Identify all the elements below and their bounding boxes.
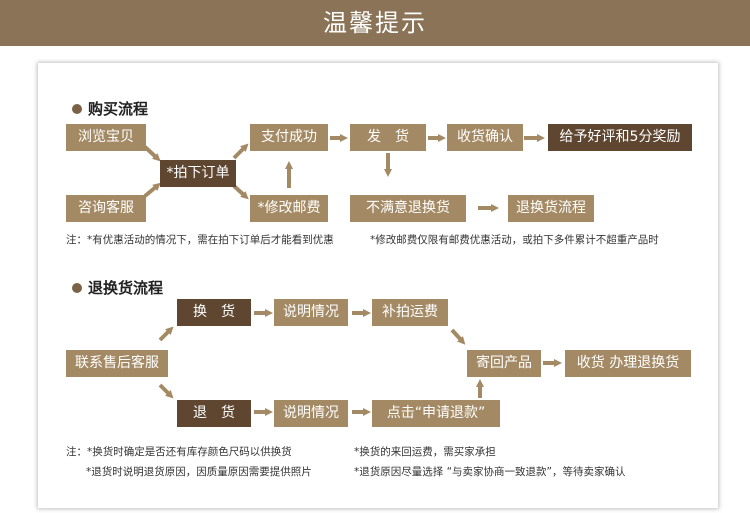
returns-title-text: 退换货流程 — [88, 279, 164, 297]
arrow-consult-to-order — [143, 182, 161, 198]
box-apply-refund: 点击“申请退款” — [372, 400, 500, 427]
returns-note-1: 注：*换货时确定是否还有库存颜色尺码以供换货 — [66, 446, 292, 458]
arrow-browse-to-order — [143, 145, 161, 162]
purchase-title-text: 购买流程 — [88, 100, 149, 118]
arrow-payship-to-mail — [450, 328, 466, 345]
box-contact-service: 联系售后客服 — [66, 350, 168, 377]
returns-note-2: *换货的来回运费，需买家承担 — [354, 446, 496, 458]
purchase-section-title: 购买流程 — [72, 98, 148, 119]
box-place-order: *拍下订单 — [160, 160, 236, 187]
page-title: 温馨提示 — [323, 9, 427, 37]
returns-note-3: *退货时说明退货原因，因质量原因需要提供照片 — [86, 466, 312, 478]
arrow-order-to-modify — [232, 184, 249, 200]
box-return-goods: 退 货 — [177, 400, 251, 427]
box-ship: 发 货 — [350, 124, 426, 151]
bullet-dot — [72, 104, 82, 114]
box-good-review: 给予好评和5分奖励 — [548, 124, 692, 151]
box-unsatisfied: 不满意退换货 — [350, 195, 466, 222]
box-confirm-receipt: 收货确认 — [447, 124, 523, 151]
returns-note-4: *退货原因尽量选择 “与卖家协商一致退款”，等待卖家确认 — [354, 466, 626, 478]
arrow-order-to-pay — [232, 143, 249, 160]
box-browse: 浏览宝贝 — [66, 124, 146, 151]
purchase-note-2: *修改邮费仅限有邮费优惠活动，或拍下多件累计不超重产品时 — [370, 234, 659, 246]
bullet-dot — [72, 283, 82, 293]
box-pay-success: 支付成功 — [250, 124, 328, 151]
box-pay-shipping: 补拍运费 — [372, 299, 448, 326]
returns-section-title: 退换货流程 — [72, 277, 163, 298]
box-exchange: 换 货 — [177, 299, 251, 326]
box-modify-postage: *修改邮费 — [250, 195, 328, 222]
box-explain-exchange: 说明情况 — [274, 299, 348, 326]
header-banner: 温馨提示 — [0, 0, 750, 46]
purchase-note-1: 注：*有优惠活动的情况下，需在拍下订单后才能看到优惠 — [66, 234, 334, 246]
arrow-contact-to-return — [158, 383, 174, 399]
box-explain-return: 说明情况 — [274, 400, 348, 427]
box-consult: 咨询客服 — [66, 195, 146, 222]
box-mail-back: 寄回产品 — [467, 350, 541, 377]
arrow-contact-to-exchange — [158, 326, 174, 342]
box-return-process: 退换货流程 — [508, 195, 594, 222]
box-receive-refund: 收货 办理退换货 — [565, 350, 691, 377]
